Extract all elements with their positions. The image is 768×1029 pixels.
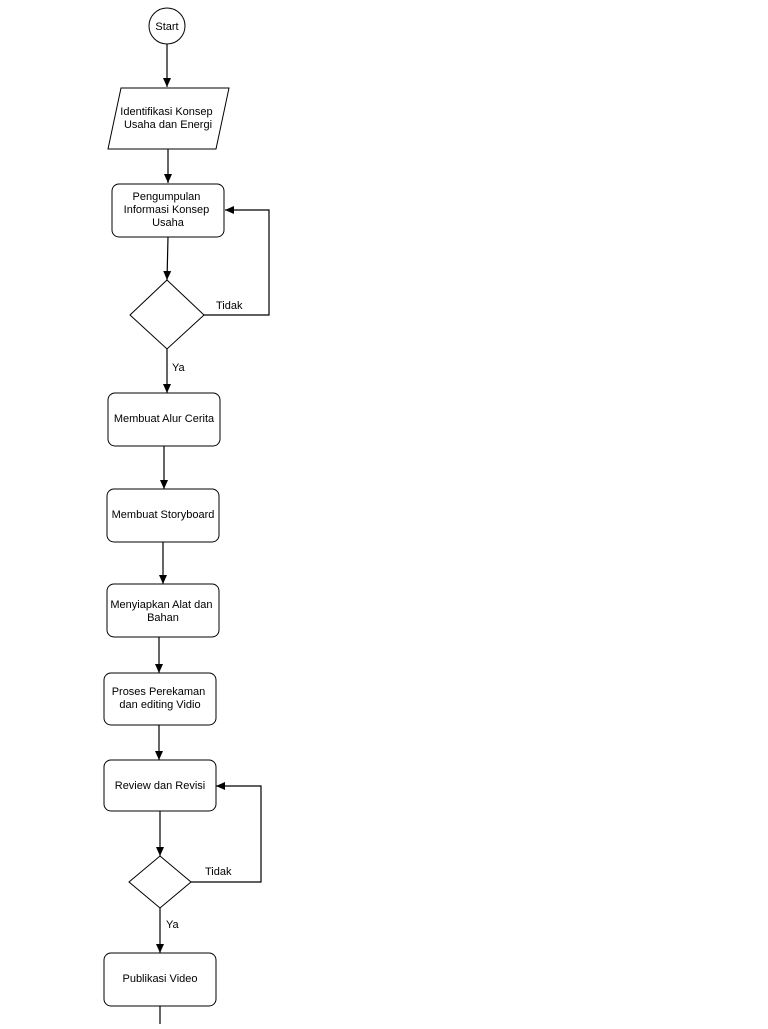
node-identifikasi: Identifikasi Konsep Usaha dan Energi [107,87,230,150]
edge-label-ya-2: Ya [166,919,180,931]
edge-decision-2-tidak-loop [191,782,262,883]
node-decision-1 [129,279,205,350]
node-review-label: Review dan Revisi [115,780,205,792]
node-menyiapkan: Menyiapkan Alat dan Bahan [106,583,220,638]
node-storyboard: Membuat Storyboard [106,488,220,543]
node-publikasi-label: Publikasi Video [122,973,197,985]
node-alur-label: Membuat Alur Cerita [114,413,215,425]
edges [155,44,270,1024]
node-decision-2 [128,855,192,909]
node-pengumpulan: Pengumpulan Informasi Konsep Usaha [111,183,225,238]
node-storyboard-label: Membuat Storyboard [112,509,215,521]
edge-label-tidak-2: Tidak [205,866,232,878]
node-review: Review dan Revisi [103,759,217,812]
node-start-label: Start [155,21,178,33]
node-publikasi: Publikasi Video [103,952,217,1007]
node-pengumpulan-label: Pengumpulan Informasi Konsep Usaha [124,191,213,229]
node-menyiapkan-label: Menyiapkan Alat dan Bahan [110,599,215,624]
node-start: Start [148,7,186,45]
node-identifikasi-label: Identifikasi Konsep Usaha dan Energi [120,106,215,131]
edge-label-tidak-1: Tidak [216,300,243,312]
edge-decision-1-tidak-loop [204,206,270,316]
edge-label-ya-1: Ya [172,362,186,374]
node-perekaman: Proses Perekaman dan editing Vidio [103,672,217,726]
node-perekaman-label: Proses Perekaman dan editing Vidio [112,686,209,711]
node-alur: Membuat Alur Cerita [107,392,221,447]
edge-pengumpulan-to-decision-1 [163,236,172,281]
